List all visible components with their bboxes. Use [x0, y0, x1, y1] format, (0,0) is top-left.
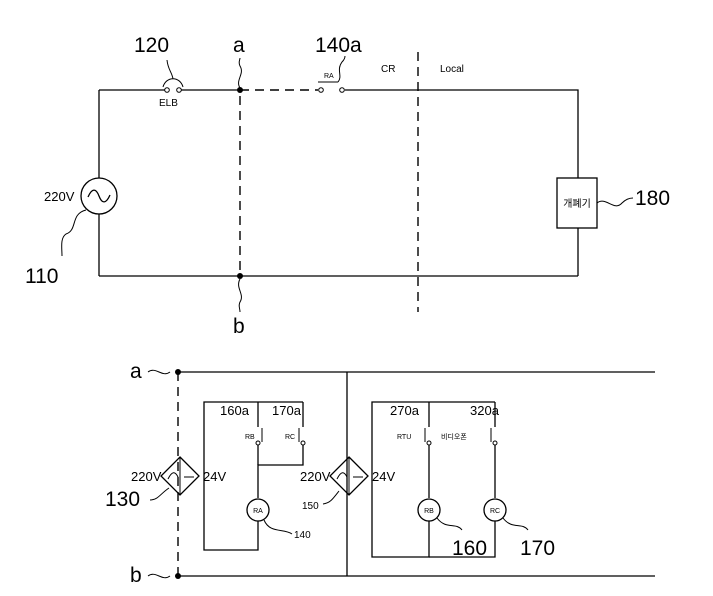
bottom-node-a-label: a [130, 360, 142, 383]
bottom-node-b-leader [147, 573, 171, 579]
bottom-node-a-leader [147, 369, 171, 375]
relay-a-leader [263, 519, 293, 535]
source-leader [61, 209, 87, 257]
contact-320a-terminal [492, 440, 498, 446]
switch-leader [596, 197, 634, 207]
contact-170a-terminal [300, 440, 306, 446]
contact-270a-ref: 270a [390, 403, 420, 418]
bottom-node-b-label: b [130, 564, 142, 587]
contact-170a-ref: 170a [272, 403, 302, 418]
contact-140a [318, 81, 345, 93]
elb-breaker [162, 78, 184, 93]
contact-320a-ref: 320a [470, 403, 500, 418]
elb-label: ELB [159, 98, 178, 109]
node-b-dot [237, 273, 243, 279]
contact-270a-terminal [426, 440, 432, 446]
contact-320a-label: 비디오폰 [441, 432, 467, 441]
contact-140a-label: RA [324, 73, 334, 80]
elb-leader [166, 59, 174, 80]
conv1-out-label: 24V [203, 469, 226, 484]
relay-a-label: RA [253, 508, 263, 515]
left-loop-outer [203, 401, 259, 551]
relay-b-label: RB [424, 508, 434, 515]
relay-c-leader [502, 517, 529, 531]
conv1-ref: 130 [105, 488, 140, 511]
cr-label: CR [381, 64, 395, 75]
switch-ref: 180 [635, 187, 670, 210]
bottom-circuit: a b 220V 24V 130 160a RB 170a RC [105, 360, 655, 587]
node-b-label: b [233, 315, 245, 338]
conv1-in-label: 220V [131, 469, 162, 484]
source-voltage-label: 220V [44, 189, 75, 204]
conv2-leader [322, 490, 340, 505]
bottom-node-a-dot [175, 369, 181, 375]
node-a-leader [238, 57, 242, 89]
relay-c-wire-bottom [429, 521, 496, 558]
relay-b-leader [436, 517, 463, 531]
node-a-dot [237, 87, 243, 93]
conv2-in-label: 220V [300, 469, 331, 484]
bottom-node-b-dot [175, 573, 181, 579]
relay-b-coil [417, 498, 441, 522]
relay-c-ref: 170 [520, 537, 555, 560]
source-ref: 110 [25, 265, 58, 288]
node-a-label: a [233, 34, 245, 57]
relay-b-ref: 160 [452, 537, 487, 560]
local-label: Local [440, 64, 464, 75]
top-circuit: 220V 110 ELB 120 a b RA 140a C [25, 34, 670, 338]
right-loop-outer [371, 401, 430, 558]
contact-170a-wire-bottom [257, 445, 304, 498]
top-rail-right [345, 89, 579, 178]
converter-130 [160, 456, 200, 496]
converter-150 [329, 456, 369, 496]
contact-140a-ref: 140a [315, 34, 362, 57]
ac-source [80, 177, 118, 215]
relay-a-coil [246, 498, 270, 522]
contact-140a-leader [337, 55, 346, 83]
conv2-ref: 150 [302, 501, 319, 512]
node-b-leader [238, 278, 242, 313]
relay-a-ref: 140 [294, 530, 311, 541]
contact-160a-terminal [255, 440, 261, 446]
elb-ref: 120 [134, 34, 169, 57]
conv1-leader [149, 487, 170, 501]
contact-160a-label: RB [245, 434, 255, 441]
contact-270a-label: RTU [397, 434, 411, 441]
contact-170a-label: RC [285, 434, 295, 441]
conv2-out-label: 24V [372, 469, 395, 484]
relay-c-label: RC [490, 508, 500, 515]
contact-160a-ref: 160a [220, 403, 250, 418]
switch-label: 개폐기 [563, 198, 591, 210]
